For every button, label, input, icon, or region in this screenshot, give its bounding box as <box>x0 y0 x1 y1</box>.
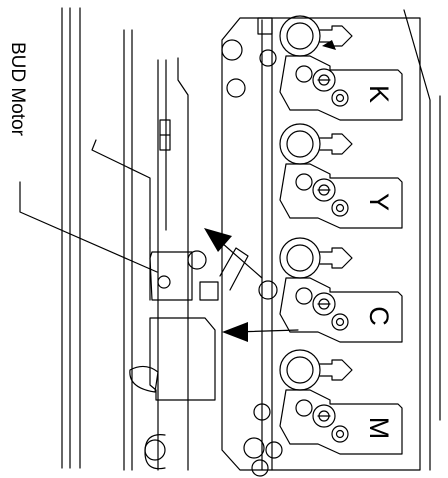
drum-unit-m <box>279 349 403 455</box>
drum-unit-c <box>279 237 403 343</box>
right-housing-panel <box>403 9 441 471</box>
arrow-lower <box>222 322 299 342</box>
slot-label-m: M <box>364 417 394 440</box>
bud-motor-assembly <box>129 247 249 470</box>
transfer-belt <box>221 17 421 477</box>
slot-label-k: K <box>364 85 394 103</box>
bud-motor-label: BUD Motor <box>7 42 28 137</box>
slot-label-c: C <box>364 306 394 326</box>
arrow-upper <box>204 228 263 279</box>
left-frame-rails <box>61 7 133 471</box>
inner-guide-wall <box>91 57 189 471</box>
drum-unit-k <box>279 15 403 121</box>
drum-unit-y <box>279 123 403 229</box>
callout-leader-line <box>19 181 158 273</box>
slot-label-y: Y <box>364 193 394 211</box>
